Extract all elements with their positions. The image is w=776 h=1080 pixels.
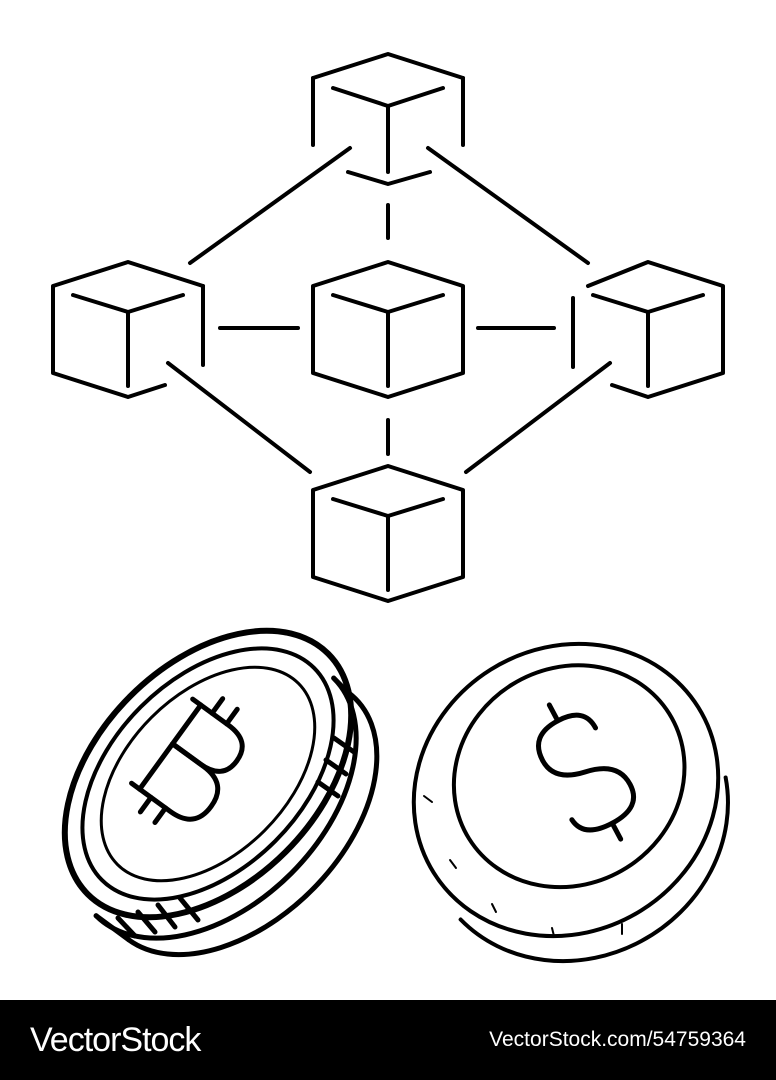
illustration-canvas: [51, 52, 730, 964]
dollar-coin-icon: [411, 641, 730, 964]
dollar-symbol: [536, 702, 637, 842]
cube-bottom: [311, 464, 465, 603]
blockchain-network-icon: [51, 52, 725, 603]
bitcoin-symbol: [129, 696, 245, 826]
coin-edge-ticks: [423, 795, 623, 937]
watermark-bar: VectorStock VectorStock.com/54759364: [0, 1000, 776, 1080]
cube-left: [51, 260, 205, 399]
network-connectors: [166, 146, 612, 474]
watermark-brand: VectorStock: [30, 1020, 201, 1059]
cube-top: [311, 52, 465, 186]
watermark-image-id: VectorStock.com/54759364: [489, 1028, 746, 1051]
cube-center: [311, 260, 465, 399]
cube-right: [571, 260, 725, 399]
bitcoin-coin-icon: [61, 627, 380, 958]
